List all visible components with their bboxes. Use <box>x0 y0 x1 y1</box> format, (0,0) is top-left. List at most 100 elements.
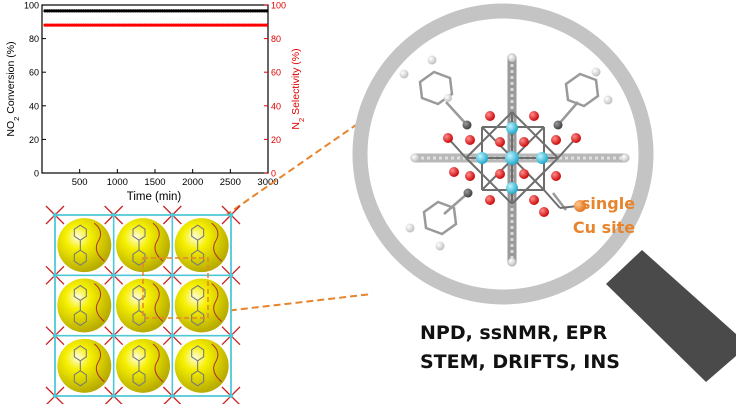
selectivity-point <box>138 23 142 27</box>
conversion-point <box>149 9 153 13</box>
selectivity-point <box>56 23 61 27</box>
conversion-point <box>264 9 269 13</box>
conversion-point <box>255 9 260 13</box>
left-y-tick-label: 20 <box>29 135 39 145</box>
conversion-point <box>133 9 138 13</box>
phenyl-ring-bottom-left <box>422 200 458 236</box>
selectivity-point <box>194 23 199 27</box>
conversion-point <box>124 9 128 13</box>
copper-atoms <box>476 122 548 194</box>
phenyl-ring-top-right <box>564 72 600 108</box>
selectivity-point <box>228 23 232 27</box>
conversion-point <box>97 9 101 13</box>
selectivity-point <box>167 23 171 27</box>
mof-linker-chain <box>211 222 222 262</box>
mof-pore-sphere <box>116 218 170 273</box>
conversion-point <box>93 9 97 13</box>
conversion-point <box>145 9 149 13</box>
conversion-point <box>47 9 52 13</box>
conversion-point <box>206 9 210 13</box>
right-y-tick-label: 0 <box>271 169 276 179</box>
mof-node <box>52 273 58 278</box>
conversion-point <box>142 9 147 13</box>
selectivity-point <box>99 23 104 27</box>
conversion-point <box>147 9 151 13</box>
conversion-point <box>208 9 212 13</box>
conversion-point <box>185 9 189 13</box>
mof-pore-sphere <box>57 278 112 333</box>
selectivity-point <box>133 23 138 27</box>
conversion-point <box>219 9 223 13</box>
x-tick-label: 2000 <box>182 177 203 188</box>
conversion-point <box>221 9 226 13</box>
conversion-point <box>138 9 142 13</box>
conversion-point <box>169 9 174 13</box>
selectivity-point <box>50 23 54 27</box>
selectivity-point <box>255 23 260 27</box>
selectivity-point <box>84 23 88 27</box>
conversion-point <box>66 9 70 13</box>
selectivity-point <box>158 23 162 27</box>
selectivity-series <box>43 23 269 27</box>
conversion-point <box>50 9 54 13</box>
selectivity-point <box>201 23 205 27</box>
conversion-point <box>151 9 156 13</box>
conversion-point <box>242 9 246 13</box>
mof-linker-sketch <box>191 284 205 327</box>
selectivity-point <box>72 23 76 27</box>
selectivity-point <box>136 23 140 27</box>
selectivity-point <box>117 23 122 27</box>
phenyl-ring-top-left <box>418 70 454 106</box>
single-cu-label-line1: single <box>581 194 635 213</box>
selectivity-point <box>142 23 147 27</box>
conversion-point <box>59 9 63 13</box>
mof-zoom-box <box>142 257 209 319</box>
oxygen-atoms <box>443 111 581 217</box>
left-y-axis-label-suffix: Conversion (%) <box>5 41 17 116</box>
selectivity-point <box>215 23 219 27</box>
selectivity-point <box>258 23 262 27</box>
conversion-point <box>194 9 199 13</box>
conversion-point <box>190 9 194 13</box>
mof-linker-sketch <box>191 224 205 266</box>
conversion-point <box>79 9 83 13</box>
selectivity-point <box>81 23 86 27</box>
conversion-point <box>84 9 88 13</box>
conversion-point <box>129 9 133 13</box>
mof-pore-sphere <box>174 338 229 393</box>
mof-node <box>111 393 116 399</box>
conversion-point <box>215 9 219 13</box>
single-cu-site-atom <box>574 200 586 212</box>
conversion-point <box>127 9 131 13</box>
conversion-point <box>104 9 108 13</box>
selectivity-point <box>68 23 72 27</box>
selectivity-point <box>61 23 65 27</box>
mof-linker-sketch <box>73 345 87 387</box>
conversion-point <box>167 9 171 13</box>
conversion-point <box>179 9 183 13</box>
selectivity-point <box>47 23 52 27</box>
conversion-point <box>61 9 65 13</box>
selectivity-point <box>192 23 196 27</box>
mof-node <box>228 212 234 218</box>
mof-pore-sphere <box>57 338 112 393</box>
selectivity-point <box>122 23 126 27</box>
mof-node <box>52 393 58 399</box>
conversion-point <box>201 9 205 13</box>
selectivity-point <box>197 23 201 27</box>
conversion-point <box>260 9 264 13</box>
selectivity-point <box>203 23 208 27</box>
conversion-point <box>253 9 257 13</box>
conversion-point <box>95 9 99 13</box>
selectivity-point <box>183 23 187 27</box>
selectivity-point <box>147 23 151 27</box>
mof-framework-grid <box>45 205 241 404</box>
conversion-point <box>258 9 262 13</box>
selectivity-point <box>253 23 257 27</box>
selectivity-point <box>106 23 110 27</box>
selectivity-point <box>249 23 253 27</box>
selectivity-point <box>70 23 74 27</box>
